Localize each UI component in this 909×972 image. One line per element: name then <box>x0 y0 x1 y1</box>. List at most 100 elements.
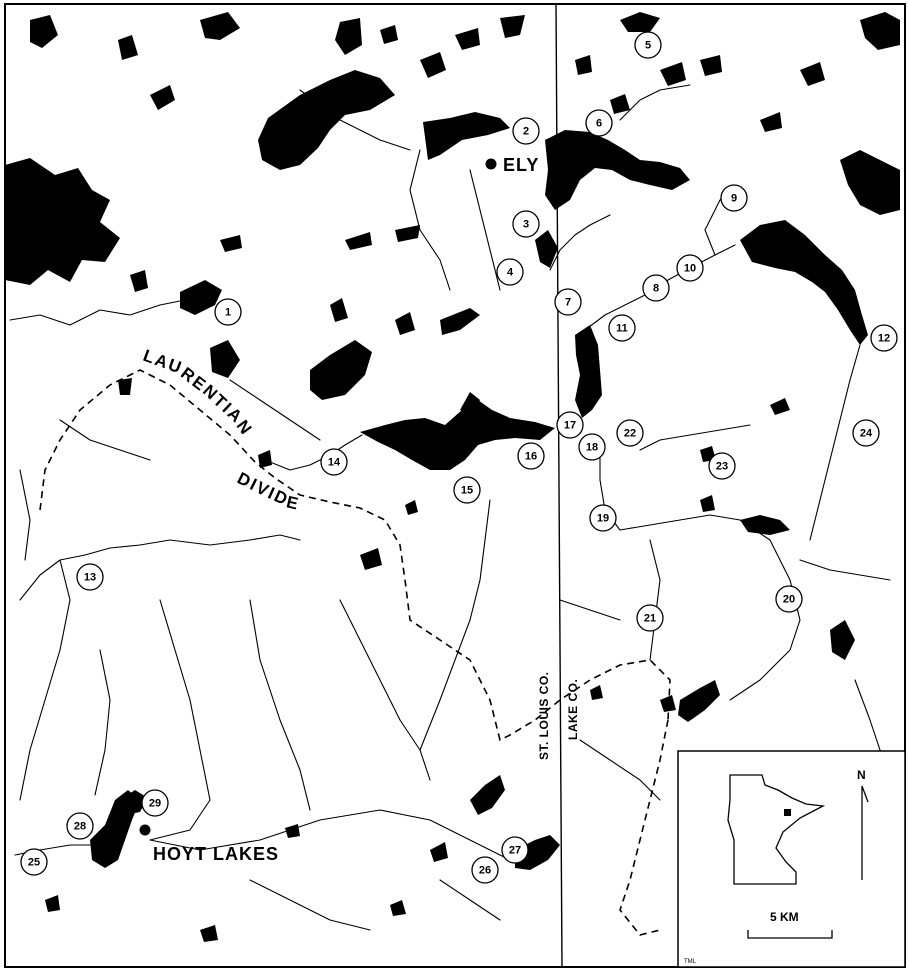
site-number: 29 <box>149 798 161 810</box>
lake <box>678 680 720 722</box>
lake <box>200 925 218 942</box>
river <box>339 599 421 751</box>
lake <box>30 15 58 48</box>
credit-label: TML <box>684 959 697 965</box>
scale-label: 5 KM <box>770 910 799 924</box>
lake <box>740 515 790 535</box>
st-louis-county-label: ST. LOUIS CO. <box>537 671 551 760</box>
lake <box>700 55 722 76</box>
river <box>469 169 501 291</box>
site-marker-15: 15 <box>453 476 481 504</box>
county-line <box>555 3 563 968</box>
laurentian-divide-line-south <box>619 719 669 936</box>
site-circle <box>20 848 48 876</box>
lake <box>430 842 448 862</box>
ely-dot <box>485 158 497 170</box>
river <box>729 519 801 701</box>
lake <box>515 835 560 870</box>
lake <box>455 28 480 50</box>
lake <box>258 450 272 468</box>
laurentian-divide-line <box>39 369 671 742</box>
river <box>59 419 151 461</box>
site-marker-16: 16 <box>517 442 545 470</box>
north-label: N <box>857 768 866 782</box>
lake <box>380 25 398 44</box>
lake <box>395 225 420 242</box>
site-marker-26: 26 <box>471 856 499 884</box>
river <box>19 469 31 561</box>
site-number: 28 <box>74 821 86 833</box>
site-marker-10: 10 <box>676 254 704 282</box>
site-number: 27 <box>509 845 521 857</box>
river <box>559 599 621 621</box>
site-marker-1: 1 <box>214 298 242 326</box>
lake <box>330 298 348 322</box>
site-circle <box>608 314 636 342</box>
site-marker-3: 3 <box>512 210 540 238</box>
site-circle <box>512 210 540 238</box>
site-number: 23 <box>716 461 728 473</box>
site-circle <box>775 585 803 613</box>
river <box>299 89 411 151</box>
lake <box>860 12 900 50</box>
town-hoyt-lakes: HOYT LAKES <box>139 824 278 864</box>
site-marker-9: 9 <box>720 184 748 212</box>
site-circle <box>578 433 606 461</box>
site-marker-19: 19 <box>589 504 617 532</box>
map-frame <box>4 3 906 968</box>
river <box>19 534 301 601</box>
site-marker-24: 24 <box>852 419 880 447</box>
site-number: 11 <box>616 323 628 335</box>
lake <box>5 158 120 285</box>
site-number: 1 <box>225 307 231 319</box>
lake <box>120 790 148 815</box>
site-marker-11: 11 <box>608 314 636 342</box>
site-circle <box>676 254 704 282</box>
site-number: 7 <box>565 297 571 309</box>
river <box>854 679 881 751</box>
site-circle <box>708 452 736 480</box>
lake <box>740 220 868 345</box>
site-circle <box>517 442 545 470</box>
lake <box>118 35 138 60</box>
river <box>19 559 71 801</box>
site-number: 21 <box>644 613 656 625</box>
site-circle <box>453 476 481 504</box>
river <box>619 84 691 121</box>
site-marker-18: 18 <box>578 433 606 461</box>
site-marker-14: 14 <box>320 448 348 476</box>
river <box>149 809 511 861</box>
lake <box>220 235 242 252</box>
lake <box>500 15 525 38</box>
site-number: 10 <box>684 263 696 275</box>
lake <box>545 130 690 210</box>
ely-label: ELY <box>503 155 539 175</box>
site-number: 2 <box>523 126 529 138</box>
lake <box>575 55 592 75</box>
lake <box>610 94 630 114</box>
lake <box>210 340 240 378</box>
lakes-layer <box>5 12 900 942</box>
site-marker-7: 7 <box>554 288 582 316</box>
site-number: 19 <box>597 513 609 525</box>
river <box>599 444 741 531</box>
lake <box>360 548 382 570</box>
divide-label: DIVIDE <box>234 469 302 514</box>
river <box>809 344 861 541</box>
lake <box>620 12 660 32</box>
site-circle <box>585 109 613 137</box>
river <box>94 649 111 796</box>
lake <box>760 112 782 132</box>
lake <box>800 62 825 86</box>
site-marker-17: 17 <box>556 411 584 439</box>
lake <box>660 695 676 712</box>
site-number: 9 <box>731 193 737 205</box>
lake <box>535 230 558 268</box>
site-number: 17 <box>564 420 576 432</box>
river <box>149 599 211 841</box>
site-circle <box>320 448 348 476</box>
river <box>419 499 491 781</box>
lake <box>310 340 372 400</box>
site-marker-5: 5 <box>634 31 662 59</box>
